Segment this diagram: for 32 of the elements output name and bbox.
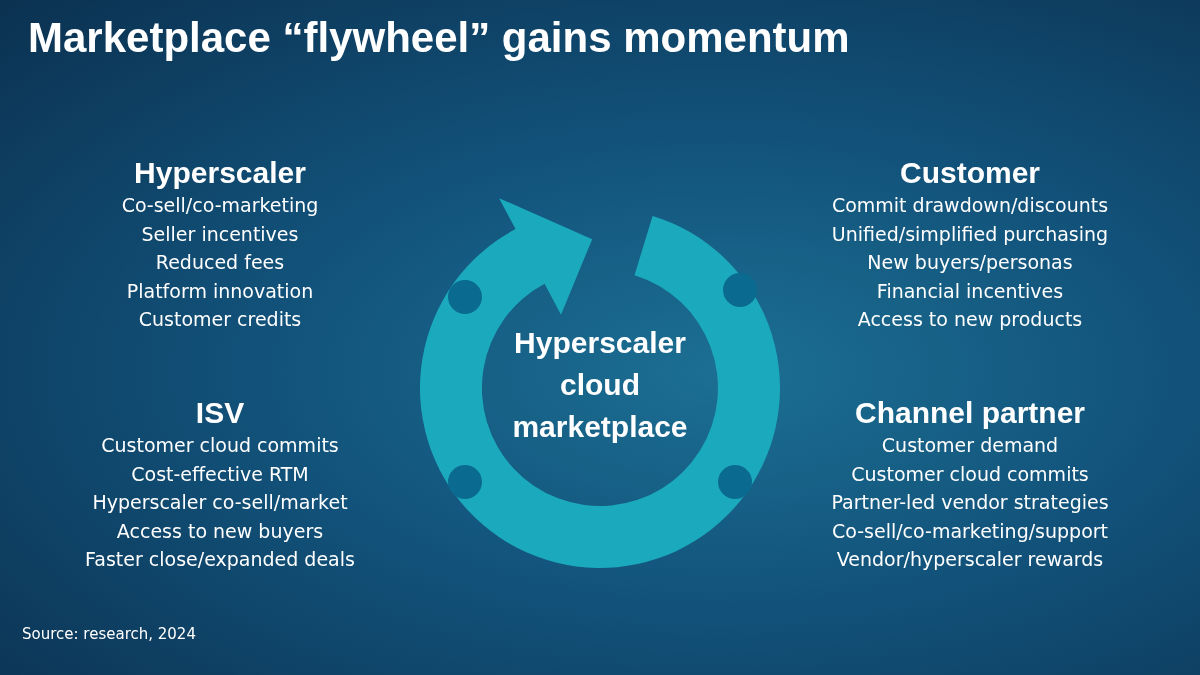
list-item: Access to new products (857, 307, 1083, 332)
list-item: Commit drawdown/discounts (831, 193, 1109, 218)
group-heading: ISV (195, 395, 245, 431)
list-item: Customer demand (881, 433, 1059, 458)
list-item: New buyers/personas (867, 250, 1073, 275)
list-item: Cost-effective RTM (131, 461, 309, 487)
circle-marker (723, 273, 757, 307)
list-item: Financial incentives (876, 278, 1064, 304)
center-label: Hyperscaler cloud marketplace (511, 325, 689, 445)
circle-marker (718, 465, 752, 499)
list-item: Unified/simplified purchasing (831, 221, 1109, 247)
group-heading: Channel partner (854, 395, 1085, 431)
list-item: Customer cloud commits (851, 461, 1089, 487)
group-heading: Hyperscaler (134, 155, 306, 191)
list-item: Customer credits (138, 307, 302, 332)
list-item: Partner-led vendor strategies (831, 490, 1109, 515)
list-item: Co-sell/co-marketing/support (831, 518, 1109, 544)
title: Marketplace “flywheel” gains momentum (28, 14, 850, 62)
circle-marker (448, 465, 482, 499)
circular-arrow (420, 198, 780, 568)
list-item: Reduced fees (155, 250, 285, 275)
list-item: Hyperscaler co-sell/market (92, 490, 348, 515)
list-item: Customer cloud commits (101, 433, 339, 458)
source-note: Source: research, 2024 (22, 625, 196, 643)
list-item: Faster close/expanded deals (85, 547, 355, 572)
group-heading: Customer (900, 155, 1040, 191)
list-item: Platform innovation (126, 278, 314, 304)
list-item: Vendor/hyperscaler rewards (836, 547, 1104, 572)
list-item: Co-sell/co-marketing (121, 193, 319, 218)
list-item: Access to new buyers (116, 518, 324, 544)
list-item: Seller incentives (141, 221, 299, 247)
circle-marker (448, 280, 482, 314)
